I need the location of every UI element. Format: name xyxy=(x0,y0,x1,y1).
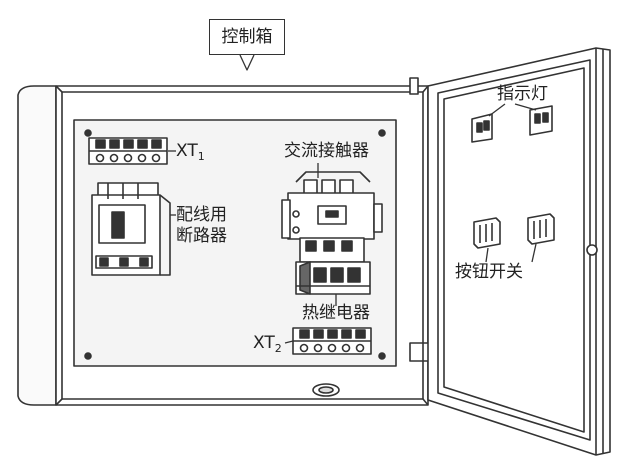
label-ac-contactor: 交流接触器 xyxy=(284,141,369,161)
label-xt2-main: XT xyxy=(253,333,275,353)
circuit-breaker xyxy=(91,182,171,276)
cabinet-door xyxy=(427,47,611,456)
terminal-block-xt2 xyxy=(292,327,372,355)
label-thermal-relay: 热继电器 xyxy=(302,303,370,323)
label-xt1-main: XT xyxy=(176,141,198,161)
ac-contactor xyxy=(281,171,383,263)
label-indicator-lights: 指示灯 xyxy=(497,84,548,104)
control-box-callout: 控制箱 xyxy=(209,19,285,55)
label-circuit-breaker: 配线用 断路器 xyxy=(176,205,227,246)
thermal-relay xyxy=(295,261,371,295)
label-xt2-subscript: 2 xyxy=(274,342,282,355)
label-xt2: XT2 xyxy=(253,333,282,359)
label-push-buttons: 按钮开关 xyxy=(455,262,523,282)
label-xt1: XT1 xyxy=(176,141,205,167)
label-xt1-subscript: 1 xyxy=(197,150,205,163)
indicator-lights xyxy=(471,105,553,143)
leader-lines xyxy=(168,54,537,344)
control-box-title: 控制箱 xyxy=(221,27,273,47)
push-buttons xyxy=(473,213,555,249)
terminal-block-xt1 xyxy=(88,137,168,165)
